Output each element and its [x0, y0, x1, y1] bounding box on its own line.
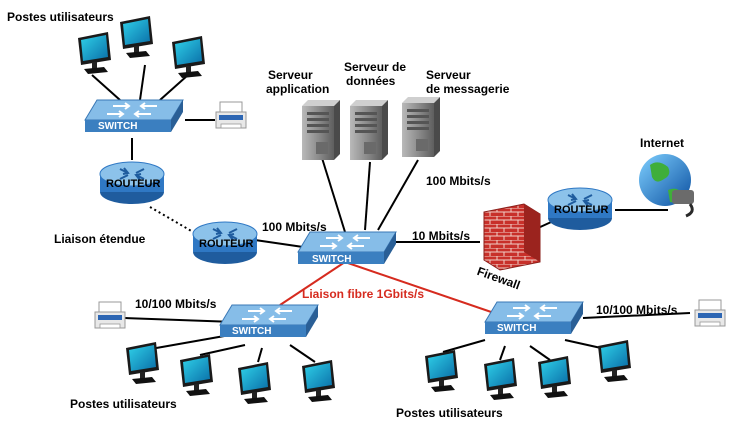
- label-serveur-app-line1: Serveur: [268, 68, 313, 82]
- monitor-icon: [425, 350, 458, 392]
- label-speed-right: 10/100 Mbits/s: [596, 303, 678, 317]
- switch-label: SWITCH: [232, 326, 271, 337]
- label-serveur-mail-line1: Serveur: [426, 68, 471, 82]
- monitor-icon: [120, 16, 153, 58]
- label-internet: Internet: [640, 136, 685, 150]
- monitor-icon: [172, 36, 205, 78]
- server-icon: [350, 100, 388, 160]
- label-serveur-mail-line2: de messagerie: [426, 82, 510, 96]
- label-speed-firewall: 10 Mbits/s: [412, 229, 471, 243]
- monitor-icon: [126, 342, 159, 384]
- printer-icon: [215, 101, 247, 129]
- links: [91, 64, 691, 363]
- switch-label: SWITCH: [497, 323, 536, 334]
- label-speed-left: 10/100 Mbits/s: [135, 297, 217, 311]
- monitor-icon: [78, 32, 111, 74]
- label-postes-top: Postes utilisateurs: [7, 10, 114, 24]
- label-serveur-app-line2: application: [266, 82, 330, 96]
- fibre-links: [279, 261, 501, 316]
- switch-label: SWITCH: [98, 121, 137, 132]
- monitor-icon: [598, 340, 631, 382]
- label-speed-servers: 100 Mbits/s: [426, 174, 491, 188]
- monitor-icon: [238, 362, 271, 404]
- firewall-icon: [483, 203, 541, 271]
- server-icon: [402, 97, 440, 157]
- printer-icon: [94, 301, 126, 329]
- server-icon: [302, 100, 340, 160]
- router-label: ROUTEUR: [199, 238, 253, 250]
- monitor-icon: [302, 360, 335, 402]
- monitor-icon: [484, 358, 517, 400]
- label-speed-router-core: 100 Mbits/s: [262, 220, 327, 234]
- label-postes-bottom-right: Postes utilisateurs: [396, 406, 503, 420]
- label-serveur-data-line1: Serveur de: [344, 60, 407, 74]
- printer-icon: [694, 299, 726, 327]
- router-label: ROUTEUR: [554, 204, 608, 216]
- router-label: ROUTEUR: [106, 178, 160, 190]
- label-fibre: Liaison fibre 1Gbits/s: [302, 287, 425, 301]
- monitor-icon: [538, 356, 571, 398]
- monitor-icon: [180, 354, 213, 396]
- switch-label: SWITCH: [312, 254, 351, 265]
- globe-icon: [639, 154, 694, 218]
- label-liaison-etendue: Liaison étendue: [54, 232, 146, 246]
- label-postes-bottom-left: Postes utilisateurs: [70, 397, 177, 411]
- label-serveur-data-line2: données: [346, 74, 396, 88]
- wan-dotted-link: [149, 206, 201, 237]
